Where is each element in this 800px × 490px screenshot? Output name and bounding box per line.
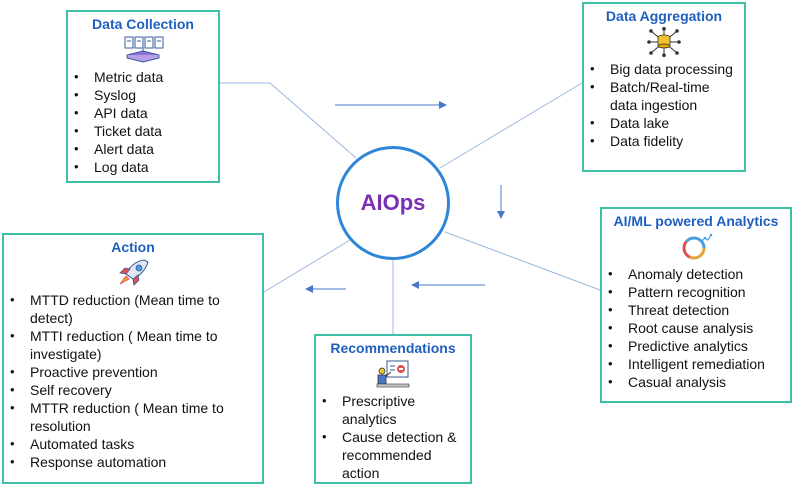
list-item: Alert data [74, 140, 212, 158]
data-aggregation-title: Data Aggregation [605, 8, 723, 24]
list-item: Response automation [10, 453, 256, 471]
aiops-center-circle: AIOps [336, 146, 450, 260]
list-item: Proactive prevention [10, 363, 256, 381]
list-item: Casual analysis [608, 373, 784, 391]
list-item: API data [74, 104, 212, 122]
action-title: Action [111, 239, 155, 255]
spoke-analytics [444, 231, 601, 291]
list-item: MTTR reduction ( Mean time to resolution [10, 399, 256, 435]
list-item: MTTI reduction ( Mean time to investigat… [10, 327, 256, 363]
list-item: Intelligent remediation [608, 355, 784, 373]
list-item: Data fidelity [590, 132, 738, 150]
data-aggregation-list: Big data processing Batch/Real-time data… [584, 60, 744, 150]
action-list: MTTD reduction (Mean time to detect) MTT… [4, 291, 262, 471]
center-label: AIOps [360, 190, 426, 215]
action-box: Action MTTD reduction (Mean time to dete… [2, 233, 264, 484]
list-item: Cause detection & recommended action [322, 428, 464, 482]
spoke-data-aggregation [439, 82, 583, 169]
list-item: Prescriptive analytics [322, 392, 464, 428]
list-item: Ticket data [74, 122, 212, 140]
analytics-box: AI/ML powered Analytics Anomaly detectio… [600, 207, 792, 403]
list-item: Threat detection [608, 301, 784, 319]
data-collection-box: Data Collection Metric data Syslog API d… [66, 10, 220, 183]
spoke-data-collection-diag [269, 82, 357, 159]
list-item: Anomaly detection [608, 265, 784, 283]
list-item: Metric data [74, 68, 212, 86]
recommendations-box: Recommendations Prescriptive analytics C… [314, 334, 472, 484]
analytics-title: AI/ML powered Analytics [613, 213, 779, 229]
list-item: Automated tasks [10, 435, 256, 453]
spoke-action [263, 239, 351, 293]
rocket-icon [119, 259, 149, 286]
list-item: Root cause analysis [608, 319, 784, 337]
list-item: Big data processing [590, 60, 738, 78]
analytics-chart-icon [682, 233, 713, 260]
list-item: Syslog [74, 86, 212, 104]
data-collection-title: Data Collection [92, 16, 194, 32]
list-item: Log data [74, 158, 212, 176]
list-item: Predictive analytics [608, 337, 784, 355]
stacked-documents-database-icon [124, 36, 164, 63]
database-hub-icon [647, 27, 681, 57]
recommendations-list: Prescriptive analytics Cause detection &… [316, 392, 470, 482]
analytics-list: Anomaly detection Pattern recognition Th… [602, 265, 790, 391]
list-item: Batch/Real-time data ingestion [590, 78, 738, 114]
recommendations-title: Recommendations [330, 340, 456, 356]
data-collection-list: Metric data Syslog API data Ticket data … [68, 68, 218, 176]
list-item: Pattern recognition [608, 283, 784, 301]
list-item: MTTD reduction (Mean time to detect) [10, 291, 256, 327]
list-item: Self recovery [10, 381, 256, 399]
presenter-board-icon [376, 360, 410, 388]
data-aggregation-box: Data Aggregation Big data processing Bat… [582, 2, 746, 172]
list-item: Data lake [590, 114, 738, 132]
